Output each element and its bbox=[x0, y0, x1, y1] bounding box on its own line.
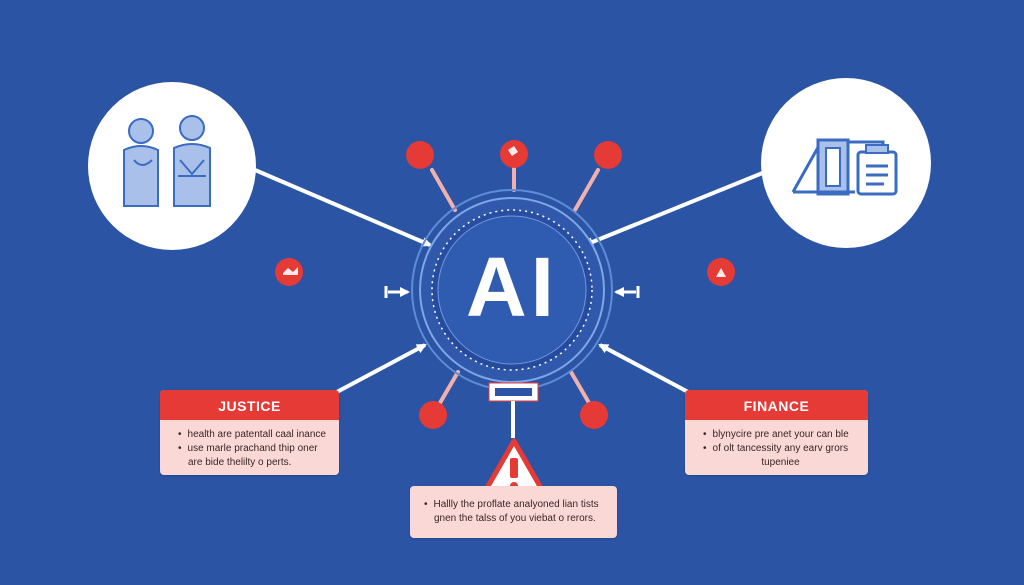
warning-connector bbox=[488, 382, 539, 438]
finance-title: FINANCE bbox=[685, 390, 868, 420]
justice-title: JUSTICE bbox=[160, 390, 339, 420]
justice-line: use marle prachand thip oner bbox=[178, 442, 329, 456]
finance-line: tupeniee bbox=[761, 457, 800, 468]
spokes bbox=[430, 158, 600, 410]
finance-line: of olt tancessity any earv grors bbox=[703, 442, 858, 456]
ai-core bbox=[411, 189, 613, 391]
red-nodes bbox=[275, 140, 735, 429]
warning-line: gnen the talss of you viebat o rerors. bbox=[434, 513, 596, 524]
justice-line: health are patentall caal inance bbox=[178, 428, 329, 442]
documents-devices-icon bbox=[761, 78, 931, 248]
red-node-top-left bbox=[406, 141, 434, 169]
red-node-top-right bbox=[594, 141, 622, 169]
warning-card: Hallly the proflate analyoned lian tists… bbox=[410, 486, 617, 538]
justice-card: JUSTICE health are patentall caal inance… bbox=[160, 390, 339, 475]
finance-card: FINANCE blynycire pre anet your can ble … bbox=[685, 390, 868, 475]
justice-line: are bide thelilty o perts. bbox=[188, 457, 292, 468]
finance-line: blynycire pre anet your can ble bbox=[703, 428, 858, 442]
connector-arrows bbox=[254, 168, 771, 395]
red-node-bottom-right bbox=[580, 401, 608, 429]
people-icon bbox=[88, 82, 256, 250]
warning-line: Hallly the proflate analyoned lian tists bbox=[424, 498, 607, 512]
ai-label: AI bbox=[466, 239, 558, 334]
warning-body: Hallly the proflate analyoned lian tists… bbox=[410, 486, 617, 532]
red-node-bottom-left bbox=[419, 401, 447, 429]
finance-body: blynycire pre anet your can ble of olt t… bbox=[685, 420, 868, 475]
justice-body: health are patentall caal inance use mar… bbox=[160, 420, 339, 475]
